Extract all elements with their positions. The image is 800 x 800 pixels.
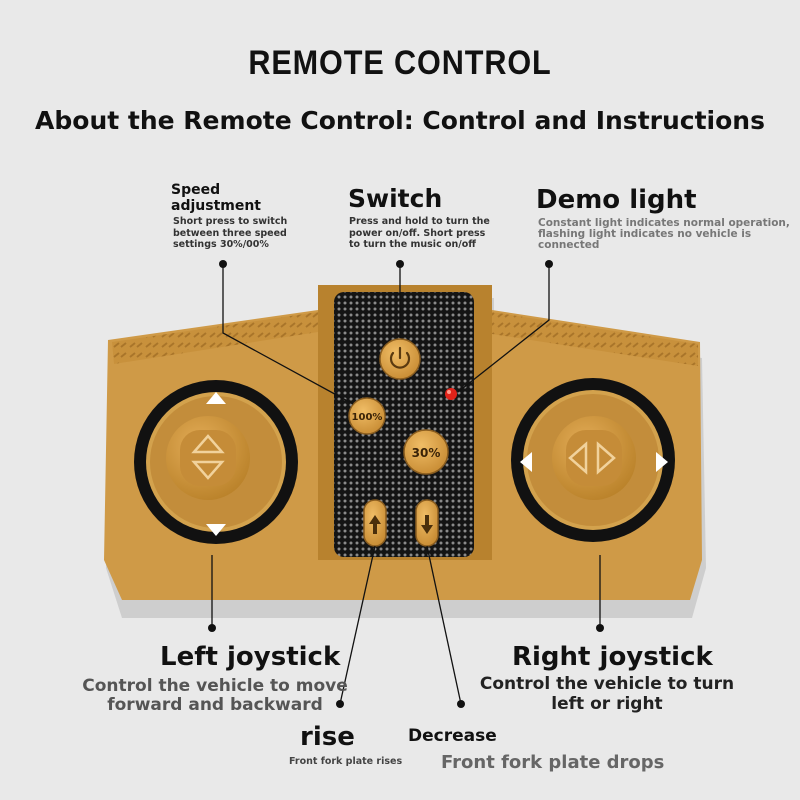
rise-description: Front fork plate rises xyxy=(289,756,403,767)
decrease-arrow-icon xyxy=(421,515,433,534)
switch-label: Switch xyxy=(348,184,443,213)
leader-lines xyxy=(211,264,601,705)
demo-leader xyxy=(457,264,550,393)
rise-label: rise xyxy=(300,722,355,752)
tread-left xyxy=(112,312,318,364)
left-ring-up-arrow xyxy=(206,392,226,404)
speed-30-label: 30% xyxy=(412,446,441,460)
rise-leader xyxy=(339,545,376,705)
center-panel xyxy=(334,292,474,557)
page-subtitle: About the Remote Control: Control and In… xyxy=(35,106,765,135)
demo-light-label: Demo light xyxy=(536,185,697,215)
tread-right xyxy=(492,312,698,366)
switch-description: Press and hold to turn the power on/off.… xyxy=(349,216,490,250)
left-joystick-label: Left joystick xyxy=(160,642,341,672)
right-stick-left-arrow xyxy=(568,441,588,475)
power-icon xyxy=(389,351,411,369)
demo-led xyxy=(445,388,457,400)
speed-30-button xyxy=(403,429,449,475)
leader-dots xyxy=(208,260,604,708)
speed-100-button xyxy=(348,397,386,435)
left-joystick-description: Control the vehicle to move forward and … xyxy=(82,676,348,715)
speed-adjustment-description: Short press to switch between three spee… xyxy=(173,216,288,250)
speed-100-label: 100% xyxy=(352,412,383,423)
speed-adjustment-label: Speed adjustment xyxy=(171,182,262,214)
right-ring-left-arrow xyxy=(520,452,532,472)
speed-leader xyxy=(222,264,354,405)
decrease-leader xyxy=(426,545,462,705)
left-stick-down-arrow xyxy=(191,460,225,480)
left-ring-down-arrow xyxy=(206,524,226,536)
decrease-description: Front fork plate drops xyxy=(441,752,665,773)
demo-light-description: Constant light indicates normal operatio… xyxy=(538,217,790,251)
decrease-label: Decrease xyxy=(408,726,497,746)
rise-arrow-icon xyxy=(369,515,381,534)
left-stick-up-arrow xyxy=(191,434,225,454)
right-joystick-description: Control the vehicle to turn left or righ… xyxy=(479,674,735,714)
page-title: REMOTE CONTROL xyxy=(248,44,552,82)
right-joystick-label: Right joystick xyxy=(512,642,713,672)
right-ring-right-arrow xyxy=(656,452,668,472)
right-stick-right-arrow xyxy=(596,441,616,475)
